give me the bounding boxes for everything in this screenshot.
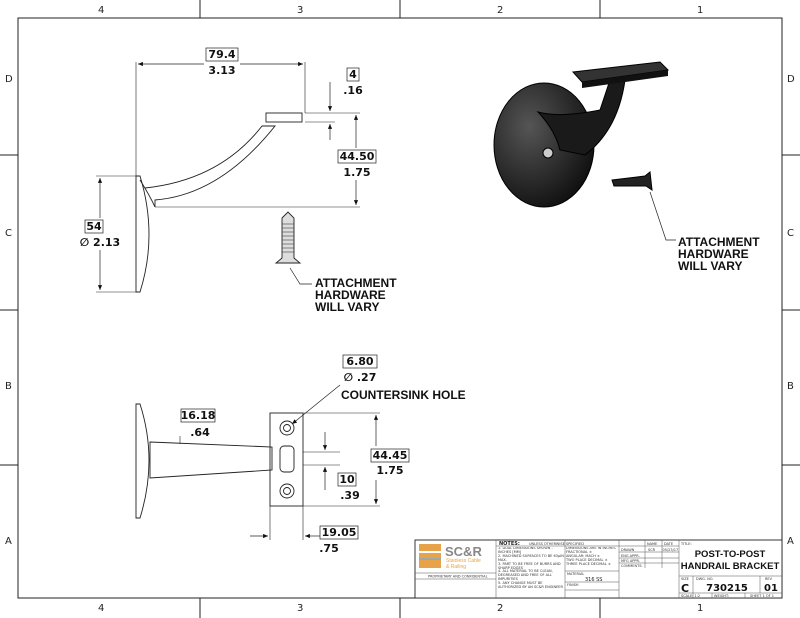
drawn-date: 05/23/17 (663, 548, 679, 552)
dim-plate-length-mm: 44.45 (373, 449, 408, 462)
drawing-title: HANDRAIL BRACKET (681, 561, 780, 572)
dim-flange-in: .16 (343, 84, 363, 97)
hardware-note: HARDWARE (678, 247, 749, 261)
tolerance-line: FRACTIONAL ± (566, 549, 593, 554)
drawn-label: DRAWN (621, 548, 635, 552)
top-view-dims: 6.80 ∅ .27 COUNTERSINK HOLE 16.18 .64 44… (181, 354, 466, 555)
screw-icon (274, 211, 302, 264)
drawing-number: 730215 (706, 583, 748, 594)
drawing-title: POST-TO-POST (695, 549, 766, 560)
rail-flange (265, 112, 303, 123)
zone-col: 2 (497, 603, 503, 614)
zone-col: 4 (98, 603, 104, 614)
zone-row: D (5, 74, 13, 85)
size-value: C (681, 582, 689, 595)
note-line: 2. MACHINED SURFACES TO BE 63µIN MAX. (498, 553, 564, 562)
zone-col: 4 (98, 5, 104, 16)
bracket-arm (149, 441, 273, 479)
zone-col: 1 (697, 5, 703, 16)
top-view (135, 384, 380, 540)
dim-height-in: 1.75 (343, 166, 370, 179)
tolerance-line: THREE PLACE DECIMAL ± (566, 561, 611, 566)
tolerance-line: ANGULAR: MACH ± (566, 553, 600, 558)
rail-plate (269, 412, 304, 507)
eng-appr-label: ENG APPR. (621, 554, 640, 558)
dim-arm-in: .64 (190, 426, 210, 439)
screw-icon (611, 171, 653, 192)
mfg-appr-label: MFG APPR. (621, 559, 640, 563)
zone-row: C (787, 228, 794, 239)
tolerance-list: DIMENSIONS ARE IN INCHES FRACTIONAL ± AN… (566, 547, 616, 566)
dim-flange-mm: 4 (349, 68, 357, 81)
hardware-note: WILL VARY (678, 259, 742, 273)
dim-hole-in: ∅ .27 (344, 371, 377, 384)
revision: 01 (764, 583, 778, 594)
finish-label: FINISH (567, 583, 579, 587)
date-header: DATE (664, 542, 673, 546)
dwg-label: DWG. NO. (696, 577, 713, 581)
material-label: MATERIAL (567, 572, 584, 576)
note-line: 4. ALL MATERIAL TO BE CLEAN, DEGREASED A… (498, 569, 553, 582)
drawn-by: SCR (648, 548, 656, 552)
title-label: TITLE: (680, 542, 692, 546)
tolerance-line: TWO PLACE DECIMAL ± (566, 557, 608, 562)
tolerance-line: DIMENSIONS ARE IN INCHES (566, 547, 616, 550)
notes-sub: UNLESS OTHERWISE SPECIFIED (529, 542, 584, 546)
hole-note: COUNTERSINK HOLE (341, 388, 466, 402)
size-label: SIZE (681, 577, 689, 581)
zone-row: A (5, 536, 12, 547)
note-line: 1. DUAL DIMENSIONS SHOWN - INCHES [MM] (498, 547, 553, 554)
hardware-note: ATTACHMENT (678, 235, 760, 249)
dim-slot-in: .39 (340, 489, 360, 502)
dim-height-mm: 44.50 (340, 150, 375, 163)
zone-col: 3 (297, 603, 303, 614)
company-logo: SC&R Stainless Cable & Railing (419, 544, 482, 570)
zone-row: C (5, 228, 12, 239)
note-line: 3. PART TO BE FREE OF BURRS AND SHARP ED… (498, 561, 561, 570)
side-view-dims: 79.4 3.13 4 .16 44.50 1.75 54 ∅ 2.13 ATT… (80, 47, 397, 314)
logo-text: SC&R (445, 544, 482, 559)
side-view (96, 61, 360, 293)
dim-diameter-mm: 54 (86, 220, 102, 233)
zone-row: B (787, 381, 794, 392)
hardware-note: WILL VARY (315, 300, 379, 314)
dim-plate-width-in: .75 (319, 542, 339, 555)
zone-row: B (5, 381, 12, 392)
dim-diameter-in: ∅ 2.13 (80, 236, 120, 249)
dim-plate-width-mm: 19.05 (322, 526, 357, 539)
zone-col: 3 (297, 5, 303, 16)
dim-slot-mm: 10 (339, 473, 355, 486)
hardware-note: ATTACHMENT (315, 276, 397, 290)
proprietary-label: PROPRIETARY AND CONFIDENTIAL (428, 575, 488, 579)
isometric-view: ATTACHMENT HARDWARE WILL VARY (493, 61, 760, 273)
title-block: SC&R Stainless Cable & Railing PROPRIETA… (414, 539, 783, 599)
zone-col: 1 (697, 603, 703, 614)
bracket-arm (139, 125, 276, 208)
dim-arm-mm: 16.18 (181, 409, 216, 422)
zone-labels: 4 3 2 1 4 3 2 1 D C B A D C B A (5, 5, 795, 614)
base-disc (135, 175, 150, 293)
base-disc (135, 403, 150, 519)
dim-hole-mm: 6.80 (346, 355, 373, 368)
scale: SCALE: 1:2 (681, 594, 700, 598)
name-header: NAME (647, 542, 657, 546)
hardware-note: HARDWARE (315, 288, 386, 302)
note-line: 5. ANY CHANGE MUST BE AUTHORIZED BY AN S… (498, 581, 563, 590)
material-value: 316 SS (585, 577, 602, 583)
logo-sub: & Railing (446, 564, 466, 570)
dim-plate-length-in: 1.75 (376, 464, 403, 477)
zone-col: 2 (497, 5, 503, 16)
weight: WEIGHT: (714, 594, 729, 598)
dim-width-in: 3.13 (208, 64, 235, 77)
zone-row: D (787, 74, 795, 85)
rev-label: REV (765, 577, 773, 581)
sheet: SHEET 1 OF 1 (750, 594, 774, 598)
logo-sub: Stainless Cable (446, 558, 481, 564)
zone-row: A (787, 536, 794, 547)
comments-label: COMMENTS: (621, 564, 643, 568)
notes-title: NOTES: (499, 541, 520, 547)
notes-list: 1. DUAL DIMENSIONS SHOWN - INCHES [MM] 2… (498, 547, 564, 590)
dim-width-mm: 79.4 (208, 48, 235, 61)
